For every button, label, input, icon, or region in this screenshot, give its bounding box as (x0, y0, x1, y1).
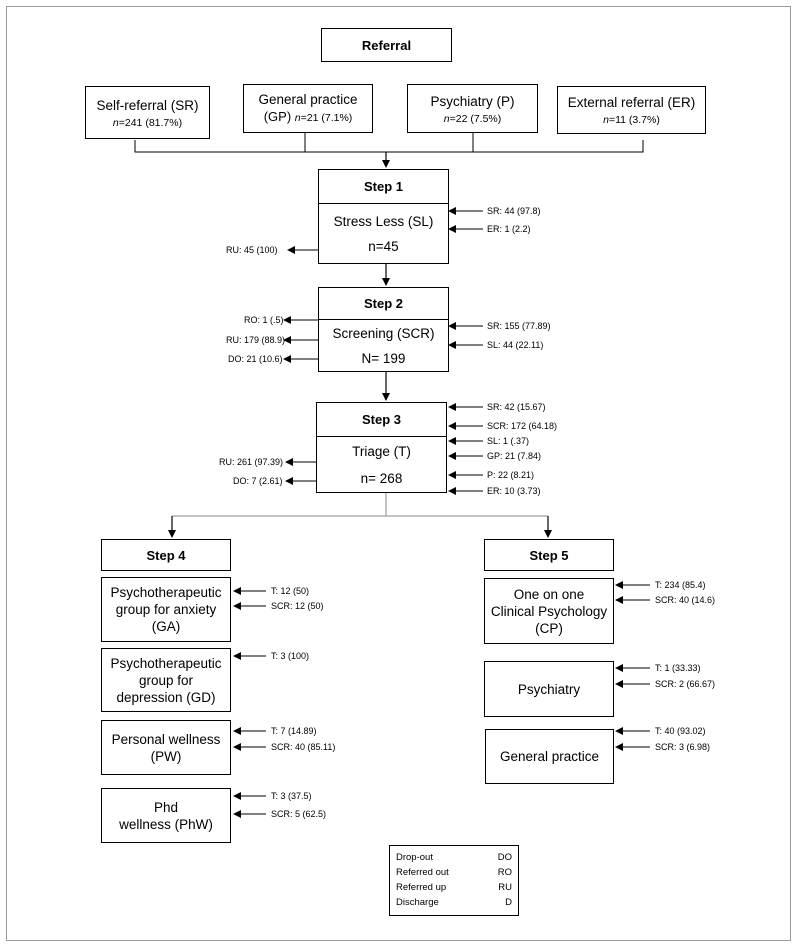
step4-ga-in-t: T: 12 (50) (271, 586, 310, 596)
source-label: Psychiatry (P) (430, 93, 515, 109)
legend-abbr: DO (497, 852, 512, 863)
referral-title: Referral (361, 37, 412, 53)
step5-general-practice: General practice (485, 729, 614, 784)
source-count: n=22 (7.5%) (443, 112, 502, 125)
legend-term: Drop-out (396, 852, 433, 863)
line: Psychotherapeutic (110, 655, 222, 671)
step2-in-sl: SL: 44 (22.11) (487, 340, 544, 350)
line: wellness (PhW) (119, 816, 213, 832)
step4-gd-in-t: T: 3 (100) (271, 651, 310, 661)
step3-in-sr: SR: 42 (15.67) (487, 402, 546, 412)
legend-term: Referred up (396, 882, 447, 893)
line: (PW) (150, 748, 182, 764)
step5-gp-in-scr: SCR: 3 (6.98) (655, 742, 711, 752)
legend-abbr: RU (498, 882, 512, 893)
step5-psy-in-t: T: 1 (33.33) (655, 663, 701, 673)
line: Psychiatry (517, 681, 581, 697)
step2-n: N= 199 (361, 351, 406, 366)
step2-in-sr: SR: 155 (77.89) (487, 321, 551, 331)
legend-abbr: D (505, 897, 512, 908)
step1-box: Step 1 Stress Less (SL) n=45 (318, 169, 449, 264)
step3-name: Triage (T) (352, 444, 411, 459)
step2-box: Step 2 Screening (SCR) N= 199 (318, 287, 449, 372)
step4-phw-in-scr: SCR: 5 (62.5) (271, 809, 327, 819)
step4-depression-group: Psychotherapeutic group for depression (… (101, 648, 231, 712)
step4-header: Step 4 (101, 539, 231, 571)
step4-pw-in-scr: SCR: 40 (85.11) (271, 742, 336, 752)
step2-out-ru: RU: 179 (88.9) (226, 335, 286, 345)
line: Clinical Psychology (490, 603, 608, 619)
step4-personal-wellness: Personal wellness (PW) (101, 720, 231, 775)
source-count: n=11 (3.7%) (603, 114, 660, 126)
line: group for (138, 672, 194, 688)
line: One on one (513, 586, 585, 602)
step2-name: Screening (SCR) (332, 326, 435, 341)
legend-row: Referred up RU (396, 880, 512, 895)
step5-psy-in-scr: SCR: 2 (66.67) (655, 679, 716, 689)
source-label: Self-referral (SR) (96, 97, 199, 113)
referral-box: Referral (321, 28, 452, 62)
line: group for anxiety (115, 602, 217, 617)
source-label-2: (GP) (263, 108, 292, 124)
step3-title: Step 3 (317, 403, 446, 437)
legend-row: Drop-out DO (396, 850, 512, 865)
step3-in-sl: SL: 1 (.37) (487, 436, 530, 446)
step4-pw-in-t: T: 7 (14.89) (271, 726, 317, 736)
step4-title: Step 4 (146, 547, 186, 563)
source-label: External referral (ER) (567, 95, 696, 110)
line: depression (GD) (116, 689, 216, 705)
step3-in-er: ER: 10 (3.73) (487, 486, 541, 496)
step1-n: n=45 (368, 239, 399, 254)
step5-cp-in-t: T: 234 (85.4) (655, 580, 706, 590)
line: (GA) (151, 619, 181, 634)
step2-out-do: DO: 21 (10.6) (228, 354, 283, 364)
source-count: n=21 (7.1%) (294, 111, 353, 124)
step1-title: Step 1 (319, 170, 448, 204)
line: (CP) (535, 620, 563, 636)
step4-anxiety-group: Psychotherapeutic group for anxiety (GA) (101, 577, 231, 642)
source-general-practice: General practice (GP) n=21 (7.1%) (243, 84, 373, 133)
figure-frame (6, 6, 791, 941)
line: General practice (499, 749, 600, 764)
step4-phd-wellness: Phd wellness (PhW) (101, 788, 231, 843)
step1-out-ru: RU: 45 (100) (226, 245, 278, 255)
source-count: n=241 (81.7%) (112, 116, 183, 129)
step5-gp-in-t: T: 40 (93.02) (655, 726, 706, 736)
step5-clinical-psychology: One on one Clinical Psychology (CP) (484, 578, 614, 644)
legend-row: Referred out RO (396, 865, 512, 880)
line: Phd (153, 799, 179, 815)
step3-in-gp: GP: 21 (7.84) (487, 451, 542, 461)
step3-box: Step 3 Triage (T) n= 268 (316, 402, 447, 493)
source-psychiatry: Psychiatry (P) n=22 (7.5%) (407, 84, 538, 133)
step4-phw-in-t: T: 3 (37.5) (271, 791, 312, 801)
legend-abbr: RO (497, 867, 512, 878)
step4-ga-in-scr: SCR: 12 (50) (271, 601, 324, 611)
source-external-referral: External referral (ER) n=11 (3.7%) (557, 86, 706, 134)
step3-in-p: P: 22 (8.21) (487, 470, 535, 480)
line: Personal wellness (111, 731, 221, 747)
step2-title: Step 2 (319, 288, 448, 320)
step1-in-sr: SR: 44 (97.8) (487, 206, 541, 216)
step3-out-do: DO: 7 (2.61) (233, 476, 283, 486)
step1-in-er: ER: 1 (2.2) (487, 224, 531, 234)
step2-out-ro: RO: 1 (.5) (244, 315, 284, 325)
step3-n: n= 268 (360, 471, 403, 486)
source-label: General practice (258, 91, 358, 107)
legend-term: Discharge (396, 897, 439, 908)
step5-cp-in-scr: SCR: 40 (14.6) (655, 595, 716, 605)
step5-header: Step 5 (484, 539, 614, 571)
step3-out-ru: RU: 261 (97.39) (219, 457, 284, 467)
legend-term: Referred out (396, 867, 449, 878)
step1-name: Stress Less (SL) (333, 214, 434, 229)
source-self-referral: Self-referral (SR) n=241 (81.7%) (85, 86, 210, 139)
legend-row: Discharge D (396, 895, 512, 910)
step5-title: Step 5 (529, 547, 569, 563)
line: Psychotherapeutic (110, 585, 222, 600)
step5-psychiatry: Psychiatry (484, 661, 614, 717)
step3-in-scr: SCR: 172 (64.18) (487, 421, 558, 431)
